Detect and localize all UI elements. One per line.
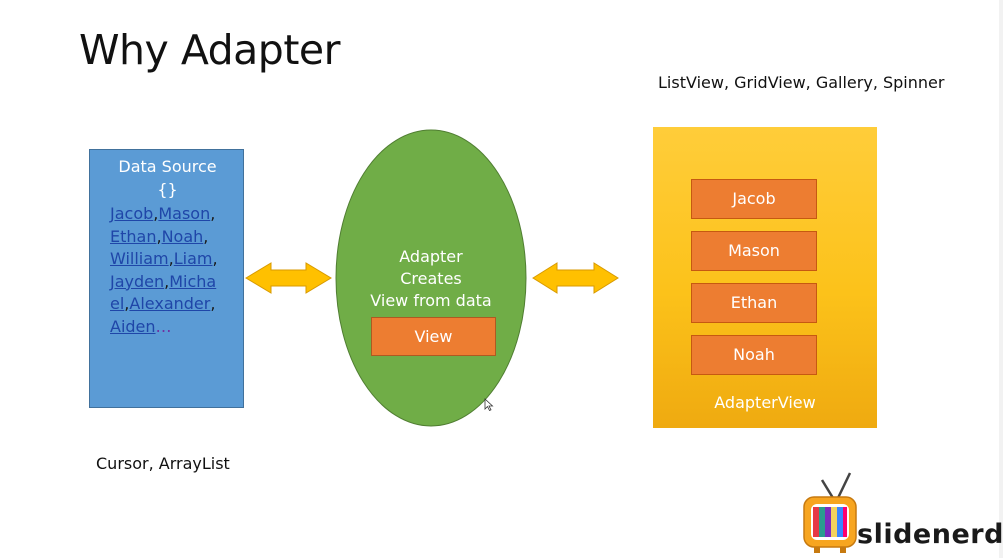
adapter-view-box: Jacob Mason Ethan Noah AdapterView [653,127,877,428]
comma: , [210,294,216,313]
adapter-view-from-data-label: View from data [370,291,492,310]
data-source-box: Data Source {} Jacob,Mason, Ethan,Noah, … [89,149,244,408]
slide-title: Why Adapter [79,26,340,74]
name-link[interactable]: Alexander [129,294,211,313]
data-source-examples: Cursor, ArrayList [96,454,230,473]
comma: , [203,226,209,246]
mouse-cursor-icon [484,398,494,412]
name-link[interactable]: Noah [161,226,204,246]
slidenerd-tv-logo-icon [803,472,857,553]
comma: , [168,249,174,268]
adapter-creates-label: Creates [400,269,462,288]
name-link[interactable]: Liam [173,249,213,268]
adapter-view-item[interactable]: Ethan [691,283,817,323]
name-link[interactable]: el [110,294,125,313]
view-box: View [371,317,496,356]
name-link[interactable]: Mason [158,204,211,223]
adapter-label: Adapter [399,247,463,266]
names-line: William,Liam, [110,248,240,271]
name-link[interactable]: Ethan [110,226,157,246]
name-link[interactable]: Jayden [110,271,165,291]
names-line: Ethan,Noah, [110,226,240,249]
left-double-arrow [245,262,332,294]
name-link[interactable]: William [110,249,169,268]
adapter-view-item[interactable]: Noah [691,335,817,375]
name-link[interactable]: Aiden [110,316,156,336]
comma: , [153,204,159,223]
slidenerd-logo-text: slidenerd [857,519,1003,550]
comma: , [156,226,162,246]
names-line: el,Alexander, [110,293,240,316]
names-line: Jacob,Mason, [110,203,240,226]
slide-edge [999,0,1003,558]
data-source-names: Jacob,Mason, Ethan,Noah, William,Liam, J… [110,203,240,338]
comma: , [210,204,216,223]
right-double-arrow [532,262,619,294]
adapter-view-item[interactable]: Jacob [691,179,817,219]
data-source-braces: {} [157,180,178,199]
names-line: Aiden… [110,316,240,339]
adapter-view-label: AdapterView [714,393,816,412]
comma: , [212,249,218,268]
data-source-heading: Data Source [118,157,217,176]
name-link[interactable]: Jacob [110,204,154,223]
ellipsis: … [155,316,172,336]
comma: , [164,271,170,291]
name-link[interactable]: Micha [169,271,217,291]
adapter-view-item[interactable]: Mason [691,231,817,271]
comma: , [124,294,130,313]
adapterview-examples: ListView, GridView, Gallery, Spinner [658,73,945,92]
names-line: Jayden,Micha [110,271,240,294]
